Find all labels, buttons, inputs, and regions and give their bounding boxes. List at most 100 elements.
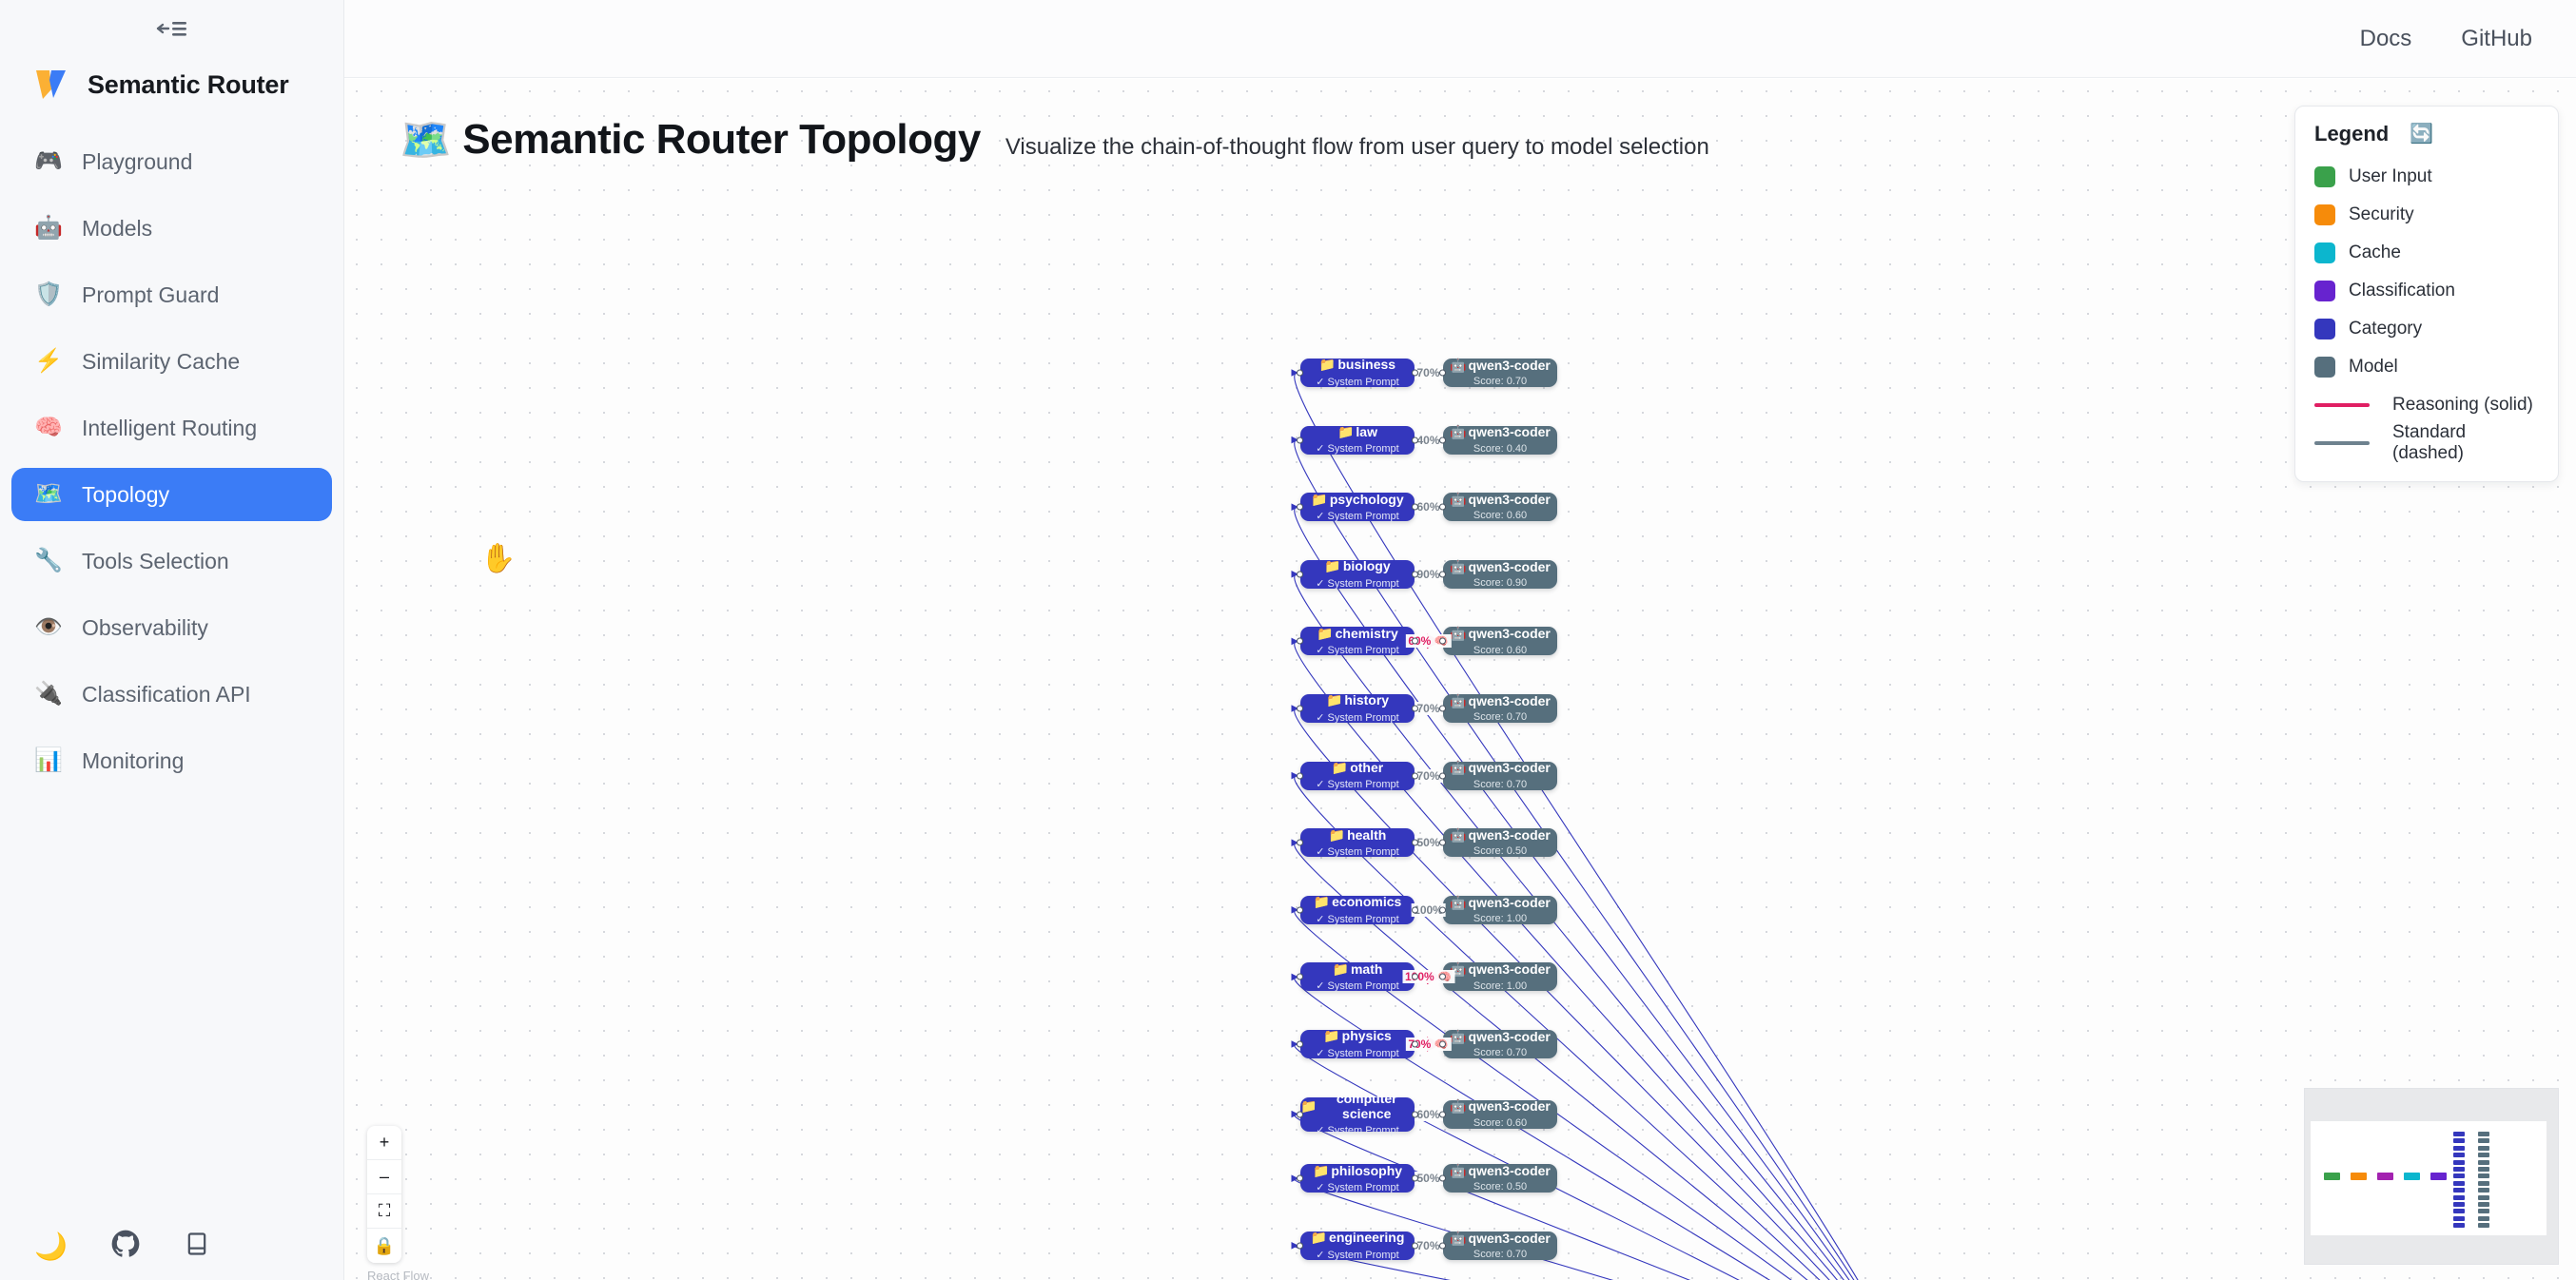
zoom-out-button[interactable]: – [367, 1160, 401, 1194]
source-handle[interactable] [1412, 571, 1418, 578]
github-icon[interactable] [111, 1230, 140, 1263]
category-node[interactable]: 📁economics✓ System Prompt [1297, 894, 1418, 925]
brand[interactable]: Semantic Router [0, 57, 343, 112]
source-handle[interactable] [1412, 637, 1418, 645]
minimap[interactable] [2304, 1088, 2559, 1265]
topology-canvas[interactable]: 🗺️ Semantic Router Topology Visualize th… [344, 79, 2576, 1280]
category-node[interactable]: 📁engineering✓ System Prompt [1297, 1230, 1418, 1261]
target-handle[interactable] [1297, 503, 1303, 511]
target-handle[interactable] [1439, 1111, 1446, 1118]
category-node[interactable]: 📁health✓ System Prompt [1297, 827, 1418, 858]
target-handle[interactable] [1297, 369, 1303, 377]
minimap-node [2453, 1223, 2465, 1229]
target-handle[interactable] [1297, 1242, 1303, 1250]
source-handle[interactable] [1412, 772, 1418, 780]
sidebar-item-models[interactable]: 🤖Models [11, 202, 332, 255]
legend-label: Category [2349, 319, 2423, 339]
category-node[interactable]: 📁chemistry✓ System Prompt [1297, 626, 1418, 656]
source-handle[interactable] [1412, 1040, 1418, 1048]
target-handle[interactable] [1439, 571, 1446, 578]
target-handle[interactable] [1297, 772, 1303, 780]
source-handle[interactable] [1412, 973, 1418, 980]
category-node[interactable]: 📁math✓ System Prompt [1297, 961, 1418, 992]
target-handle[interactable] [1439, 839, 1446, 846]
category-node[interactable]: 📁biology✓ System Prompt [1297, 558, 1418, 590]
target-handle[interactable] [1439, 1242, 1446, 1250]
target-handle[interactable] [1297, 637, 1303, 645]
source-handle[interactable] [1412, 1174, 1418, 1182]
category-node[interactable]: 📁history✓ System Prompt [1297, 692, 1418, 724]
target-handle[interactable] [1297, 1111, 1303, 1118]
sidebar-item-prompt-guard[interactable]: 🛡️Prompt Guard [11, 268, 332, 321]
target-handle[interactable] [1439, 436, 1446, 444]
category-node[interactable]: 📁other✓ System Prompt [1297, 760, 1418, 791]
react-flow-attribution[interactable]: React Flow [367, 1269, 430, 1280]
target-handle[interactable] [1439, 973, 1446, 980]
sidebar-item-playground[interactable]: 🎮Playground [11, 135, 332, 188]
dark-mode-toggle-icon[interactable]: 🌙 [34, 1231, 68, 1261]
target-handle[interactable] [1297, 1174, 1303, 1182]
sidebar-item-observability[interactable]: 👁️Observability [11, 601, 332, 654]
sidebar-item-classification-api[interactable]: 🔌Classification API [11, 668, 332, 721]
target-handle[interactable] [1297, 906, 1303, 914]
source-handle[interactable] [1412, 906, 1418, 914]
docs-book-icon[interactable] [184, 1231, 210, 1262]
source-handle[interactable] [1412, 1242, 1418, 1250]
category-node[interactable]: 📁philosophy✓ System Prompt [1297, 1163, 1418, 1193]
github-link[interactable]: GitHub [2461, 25, 2532, 51]
zoom-in-button[interactable]: + [367, 1126, 401, 1160]
react-flow-viewport[interactable]: 👤User Query🛡️Prompt Guard✓ vLLM-SR-Jailb… [344, 79, 2576, 1280]
source-handle[interactable] [1412, 503, 1418, 511]
target-handle[interactable] [1297, 973, 1303, 980]
lock-button[interactable]: 🔒 [373, 1235, 396, 1255]
category-node[interactable]: 📁psychology✓ System Prompt [1297, 491, 1418, 522]
source-handle[interactable] [1412, 839, 1418, 846]
folder-icon: 📁 [1311, 491, 1328, 507]
source-handle[interactable] [1412, 1111, 1418, 1118]
target-handle[interactable] [1439, 705, 1446, 712]
target-handle[interactable] [1439, 637, 1446, 645]
target-handle[interactable] [1439, 1174, 1446, 1182]
sidebar-item-tools-selection[interactable]: 🔧Tools Selection [11, 534, 332, 588]
target-handle[interactable] [1297, 839, 1303, 846]
collapse-sidebar-icon[interactable] [0, 0, 343, 57]
target-handle[interactable] [1439, 369, 1446, 377]
source-handle[interactable] [1412, 369, 1418, 377]
refresh-icon[interactable]: 🔄 [2410, 124, 2434, 145]
sidebar-item-monitoring[interactable]: 📊Monitoring [11, 734, 332, 787]
target-handle[interactable] [1297, 1040, 1303, 1048]
target-handle[interactable] [1439, 906, 1446, 914]
source-handle[interactable] [1412, 436, 1418, 444]
target-handle[interactable] [1439, 772, 1446, 780]
source-handle[interactable] [1412, 705, 1418, 712]
category-node[interactable]: 📁business✓ System Prompt [1297, 357, 1418, 388]
sidebar-item-topology[interactable]: 🗺️Topology [11, 468, 332, 521]
docs-link[interactable]: Docs [2359, 25, 2412, 51]
category-subtitle: ✓ System Prompt [1316, 779, 1399, 791]
category-node[interactable]: 📁law✓ System Prompt [1297, 424, 1418, 455]
sidebar-item-intelligent-routing[interactable]: 🧠Intelligent Routing [11, 401, 332, 455]
target-handle[interactable] [1297, 571, 1303, 578]
fit-view-button[interactable]: ⛶ [367, 1194, 401, 1229]
target-handle[interactable] [1297, 436, 1303, 444]
sidebar-item-similarity-cache[interactable]: ⚡Similarity Cache [11, 335, 332, 388]
category-node[interactable]: 📁physics✓ System Prompt [1297, 1028, 1418, 1059]
target-handle[interactable] [1439, 1040, 1446, 1048]
category-node[interactable]: 📁computer science✓ System Prompt [1297, 1092, 1418, 1136]
target-handle[interactable] [1297, 705, 1303, 712]
target-handle[interactable] [1439, 503, 1446, 511]
